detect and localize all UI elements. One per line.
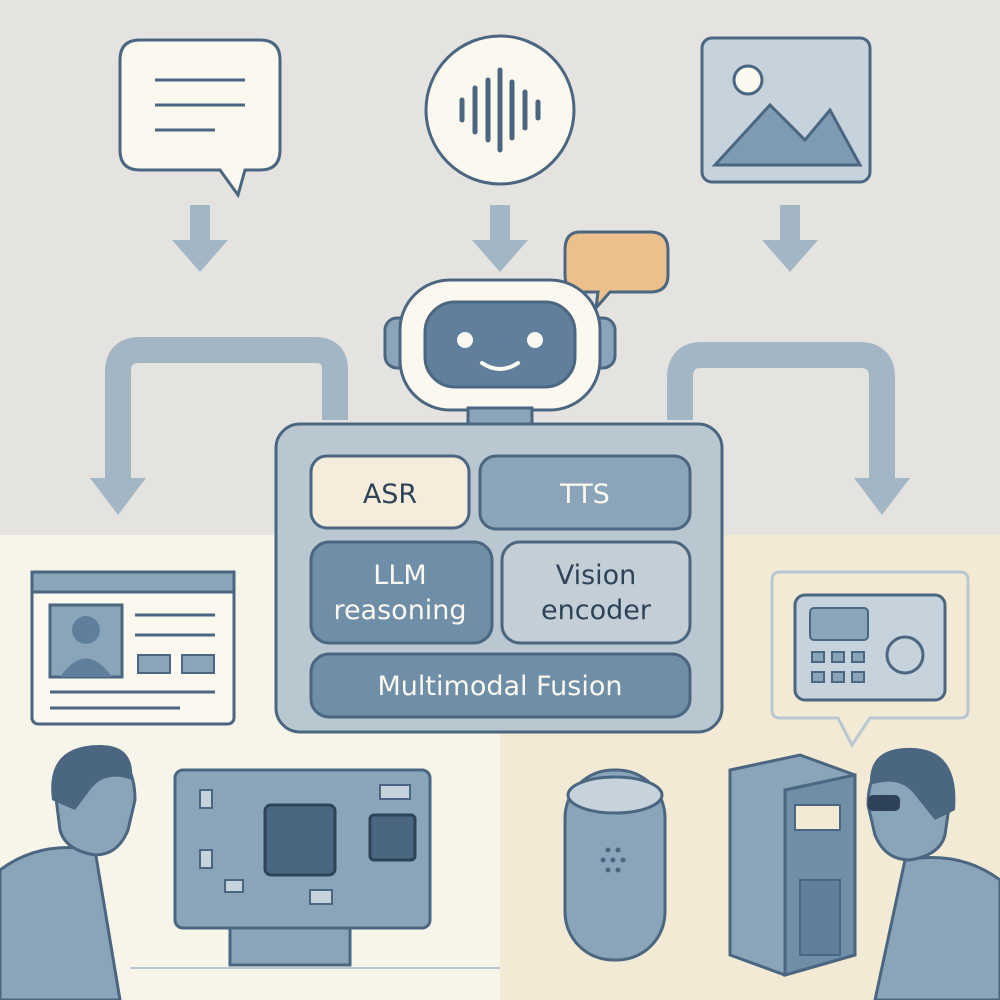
circuit-board-monitor-icon: [173, 768, 432, 967]
person-right: [866, 747, 1000, 1000]
audio-waveform-icon: [424, 34, 576, 186]
fusion-module: Multimodal Fusion: [309, 652, 692, 719]
down-arrows: [172, 205, 818, 272]
llm-label-line1: LLM: [373, 560, 426, 591]
tts-label: TTS: [559, 479, 610, 510]
sunglasses-icon: [868, 795, 900, 811]
speech-bubble-icon: [563, 230, 670, 313]
arrow-head-icon: [90, 478, 146, 515]
tts-module: TTS: [478, 454, 692, 531]
asr-label: ASR: [363, 479, 417, 510]
arrow-down-icon: [762, 205, 818, 272]
person-left: [0, 745, 137, 1000]
vision-label-line2: encoder: [541, 595, 652, 626]
llm-label-line2: reasoning: [333, 595, 466, 626]
profile-window-icon: [30, 570, 236, 726]
text-chat-icon: [118, 38, 282, 199]
module-panel: ASR TTS LLM reasoning Vision encoder Mul…: [274, 422, 724, 734]
curved-arrow-left: [105, 337, 348, 480]
arrow-down-icon: [472, 205, 528, 272]
robot-assistant-icon: [383, 230, 670, 426]
arrow-head-icon: [854, 478, 910, 515]
vision-label-line1: Vision: [556, 560, 637, 591]
image-icon: [700, 36, 872, 184]
arrow-down-icon: [172, 205, 228, 272]
llm-module: LLM reasoning: [309, 540, 494, 645]
asr-module: ASR: [309, 454, 471, 530]
kiosk-machine-icon: [728, 753, 857, 977]
device-control-panel-icon: [770, 570, 970, 748]
vision-module: Vision encoder: [500, 540, 692, 645]
fusion-label: Multimodal Fusion: [378, 671, 623, 702]
smart-speaker-icon: [563, 768, 667, 962]
curved-arrow-right: [667, 342, 895, 480]
